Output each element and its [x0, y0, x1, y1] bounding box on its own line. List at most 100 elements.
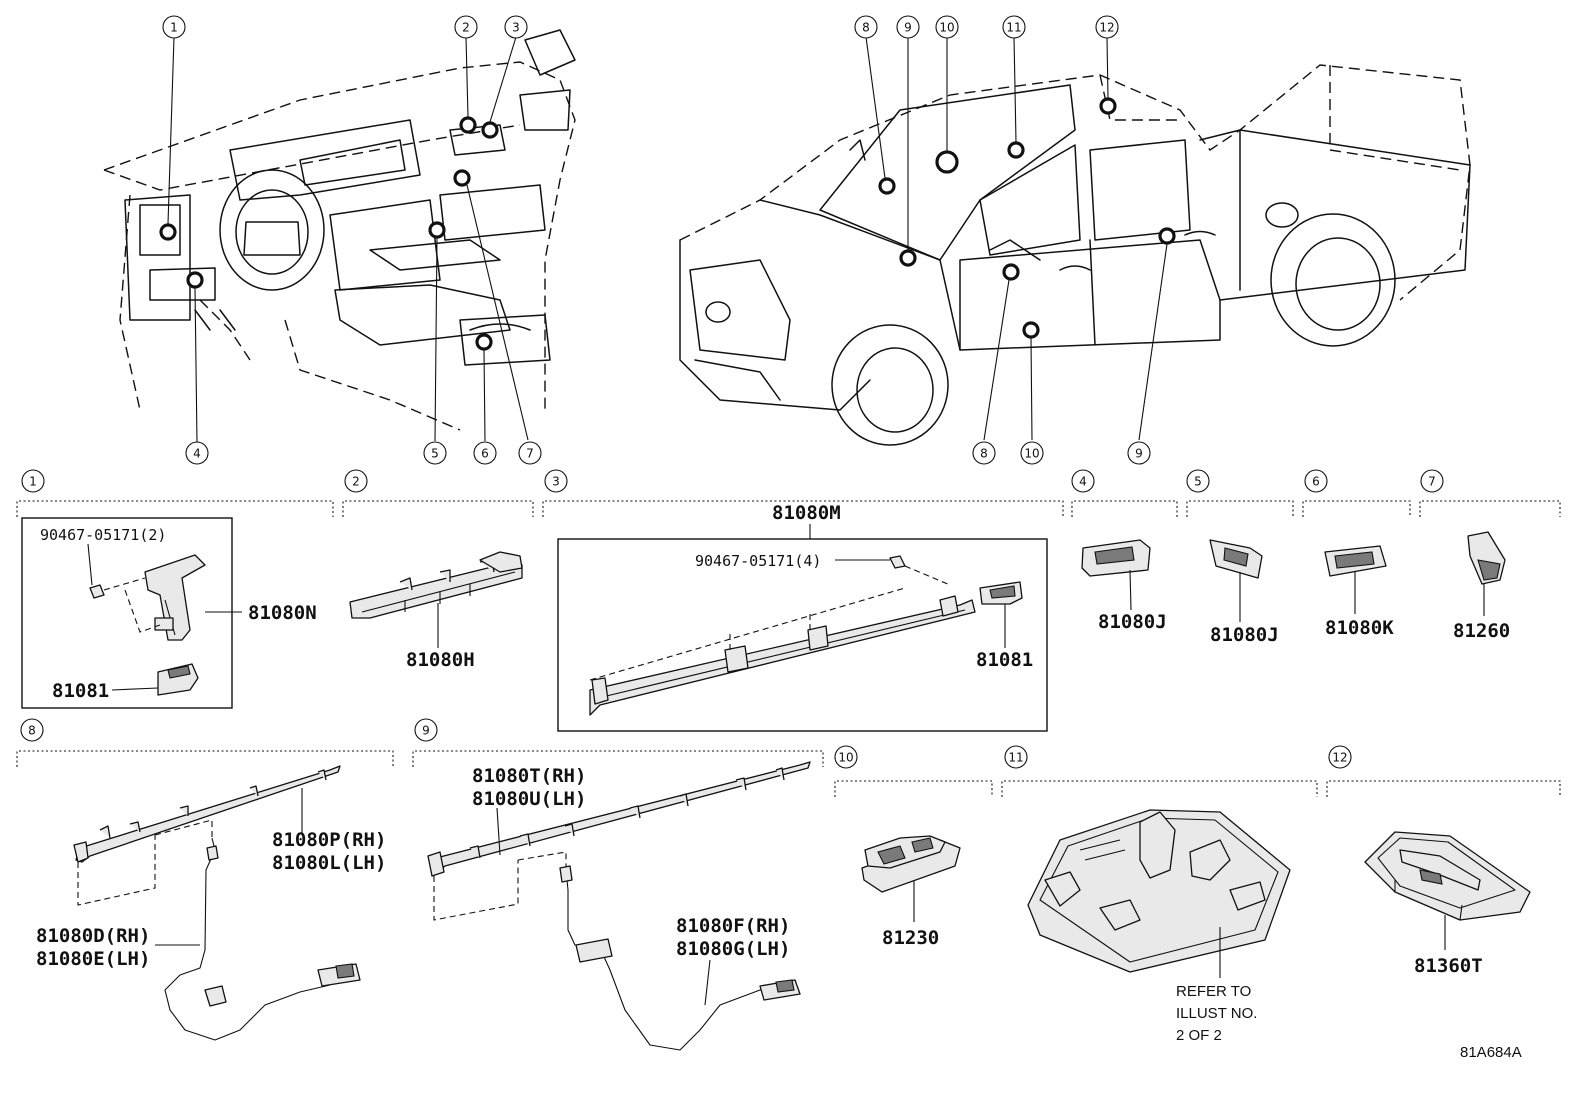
callout-number: 4 [193, 447, 201, 461]
label-s12: 81360T [1414, 955, 1483, 977]
label-s10: 81230 [882, 927, 939, 949]
leader-lines [167, 36, 1168, 443]
label-s11-note-3: 2 OF 2 [1176, 1027, 1222, 1044]
marker-3 [481, 121, 499, 139]
callout-number: 10 [1024, 447, 1039, 461]
callout-number: 8 [28, 724, 36, 738]
callout-10: 10 [935, 15, 959, 39]
callout-circle [1304, 469, 1328, 493]
callout-number: 6 [481, 447, 489, 461]
section-8-parts [73, 765, 361, 1041]
callout-circle [1127, 441, 1151, 465]
marker-9b [1158, 227, 1176, 245]
label-s11-note-1: REFER TO [1176, 983, 1251, 1000]
label-s9-a: 81080T(RH) [472, 765, 586, 787]
callout-circle [344, 469, 368, 493]
callout-circle [1186, 469, 1210, 493]
callout-10: 10 [834, 745, 858, 769]
callout-9: 9 [1127, 441, 1151, 465]
callout-circle [854, 15, 878, 39]
truck-illustration [679, 64, 1471, 446]
label-s8-a: 81080P(RH) [272, 829, 386, 851]
callout-number: 9 [422, 724, 430, 738]
callout-number: 5 [1194, 475, 1202, 489]
callout-number: 10 [939, 21, 954, 35]
label-s8-b: 81080L(LH) [272, 852, 386, 874]
callout-circle [21, 469, 45, 493]
label-s3-clip: 90467-05171(4) [695, 552, 821, 570]
callout-2: 2 [344, 469, 368, 493]
callout-circle [185, 441, 209, 465]
label-s1-main: 81080N [248, 602, 317, 624]
marker-7 [453, 169, 471, 187]
marker-1 [159, 223, 177, 241]
label-s4: 81080J [1098, 611, 1167, 633]
callout-8: 8 [854, 15, 878, 39]
callout-7: 7 [518, 441, 542, 465]
callout-number: 5 [431, 447, 439, 461]
callout-number: 9 [904, 21, 912, 35]
marker-11 [935, 150, 959, 174]
callout-circle [1328, 745, 1352, 769]
callout-circle [972, 441, 996, 465]
marker-8a [878, 177, 896, 195]
callout-11: 11 [1002, 15, 1026, 39]
callout-circle [1420, 469, 1444, 493]
section-2-parts [349, 551, 523, 648]
callout-9: 9 [896, 15, 920, 39]
callout-number: 1 [170, 21, 178, 35]
marker-5 [428, 221, 446, 239]
callout-6: 6 [1304, 469, 1328, 493]
callout-1: 1 [162, 15, 186, 39]
label-s11-note-2: ILLUST NO. [1176, 1005, 1257, 1022]
callout-circle [162, 15, 186, 39]
section-brackets [16, 500, 1561, 797]
callout-circle [1095, 15, 1119, 39]
callout-number: 11 [1008, 751, 1023, 765]
label-s1-clip: 90467-05171(2) [40, 526, 166, 544]
callout-number: 2 [462, 21, 470, 35]
callout-2: 2 [454, 15, 478, 39]
callout-number: 4 [1079, 475, 1087, 489]
marker-4 [186, 271, 204, 289]
callout-number: 10 [838, 751, 853, 765]
callout-3: 3 [504, 15, 528, 39]
callout-number: 12 [1099, 21, 1114, 35]
callout-5: 5 [423, 441, 447, 465]
marker-9a [1007, 141, 1025, 159]
section-12-parts [1364, 831, 1531, 950]
callout-12: 12 [1328, 745, 1352, 769]
interior-dashboard-illustration [103, 29, 576, 431]
location-markers [159, 97, 1176, 351]
callout-10: 10 [1020, 441, 1044, 465]
section-11-parts [1027, 809, 1291, 978]
callout-number: 2 [352, 475, 360, 489]
marker-12 [1099, 97, 1117, 115]
section-4-7-parts [1081, 531, 1506, 622]
callout-circle [473, 441, 497, 465]
callout-number: 12 [1332, 751, 1347, 765]
label-s9-b: 81080U(LH) [472, 788, 586, 810]
labels: 90467-05171(2) 81080N 81081 81080H 81080… [36, 502, 1522, 1061]
callout-circle [518, 441, 542, 465]
label-s8-d: 81080E(LH) [36, 948, 150, 970]
callout-number: 7 [526, 447, 534, 461]
callout-number: 11 [1006, 21, 1021, 35]
callout-circle [834, 745, 858, 769]
section-1-parts [21, 517, 242, 709]
callout-4: 4 [185, 441, 209, 465]
callout-number: 9 [1135, 447, 1143, 461]
callout-number: 6 [1312, 475, 1320, 489]
callout-number: 1 [29, 475, 37, 489]
section-3-parts [557, 524, 1048, 732]
callout-number: 3 [512, 21, 520, 35]
callout-circle [896, 15, 920, 39]
callout-7: 7 [1420, 469, 1444, 493]
marker-10a [899, 249, 917, 267]
label-s5: 81080J [1210, 624, 1279, 646]
label-s6: 81080K [1325, 617, 1394, 639]
callout-5: 5 [1186, 469, 1210, 493]
illustration-code: 81A684A [1460, 1044, 1522, 1061]
